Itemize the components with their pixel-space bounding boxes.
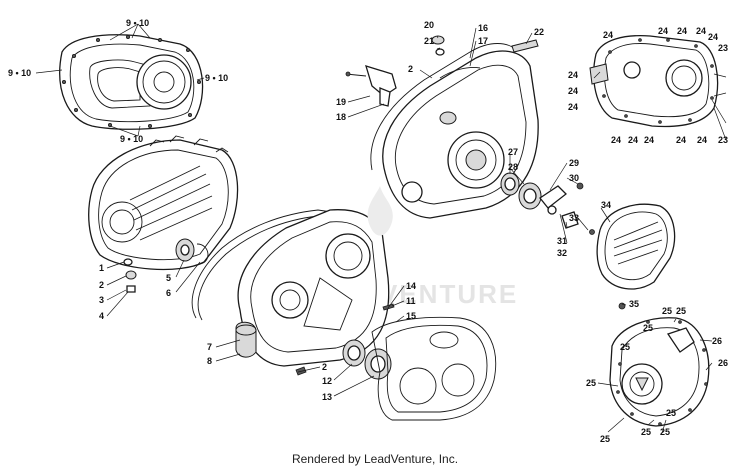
callout-2-gasket: 2 (408, 64, 413, 74)
callout-21: 21 (424, 36, 434, 46)
callout-6: 6 (166, 288, 171, 298)
callout-31: 31 (557, 236, 567, 246)
callout-24-m: 24 (697, 135, 707, 145)
callout-25-d: 25 (620, 342, 630, 352)
callout-4: 4 (99, 311, 104, 321)
callout-13: 13 (322, 392, 332, 402)
o-ring (589, 229, 595, 235)
callout-9-10-bottom: 9 • 10 (120, 134, 143, 144)
callout-9-10-top: 9 • 10 (126, 18, 149, 28)
callout-24-h: 24 (568, 102, 578, 112)
crankcase-gasket-left (191, 209, 346, 319)
oil-plug (431, 35, 445, 56)
callout-24-l: 24 (676, 135, 686, 145)
callout-labels: 9 • 10 9 • 10 9 • 10 9 • 10 1 2 3 4 5 6 … (8, 18, 728, 444)
seal-ring (342, 339, 366, 367)
callout-7: 7 (207, 342, 212, 352)
side-cover-gasket (371, 316, 497, 421)
callout-24-i: 24 (611, 135, 621, 145)
callout-26-a: 26 (712, 336, 722, 346)
callout-18: 18 (336, 112, 346, 122)
callout-25-i: 25 (666, 408, 676, 418)
callout-1: 1 (99, 263, 104, 273)
callout-30: 30 (569, 173, 579, 183)
callout-12: 12 (322, 376, 332, 386)
callout-25-e: 25 (586, 378, 596, 388)
output-seal (500, 172, 520, 196)
callout-17: 17 (478, 36, 488, 46)
callout-23-a: 23 (718, 43, 728, 53)
callout-14: 14 (406, 281, 416, 291)
callout-24-e: 24 (708, 32, 718, 42)
watermark-logo-icon (367, 186, 393, 236)
shaft-collar (561, 211, 579, 229)
leader-lines (35, 23, 727, 434)
callout-25-a: 25 (662, 306, 672, 316)
cover-bolt (618, 302, 626, 310)
callout-9-10-left: 9 • 10 (8, 68, 31, 78)
callout-29: 29 (569, 158, 579, 168)
callout-24-a: 24 (603, 30, 613, 40)
snap-ring (196, 243, 209, 265)
callout-25-g: 25 (641, 427, 651, 437)
mounting-bracket (345, 65, 397, 107)
cover-plug-parts (123, 258, 137, 293)
output-bearing (518, 182, 542, 210)
callout-15: 15 (406, 311, 416, 321)
clutch-cover-outer (88, 135, 239, 271)
callout-25-f: 25 (600, 434, 610, 444)
stator-cover (609, 317, 710, 427)
callout-19: 19 (336, 97, 346, 107)
callout-28: 28 (508, 162, 518, 172)
crankcase-gasket-left-inner (197, 215, 344, 321)
callout-8: 8 (207, 356, 212, 366)
callout-2-cover: 2 (99, 280, 104, 290)
gasket-opening-left (399, 367, 437, 405)
clutch-bearing (175, 238, 195, 262)
filter-screen (511, 39, 539, 53)
callout-24-k: 24 (644, 135, 654, 145)
callout-26-b: 26 (718, 358, 728, 368)
callout-35: 35 (629, 299, 639, 309)
callout-24-j: 24 (628, 135, 638, 145)
callout-16: 16 (478, 23, 488, 33)
transmission-cover (589, 34, 719, 128)
callout-24-f: 24 (568, 70, 578, 80)
callout-24-d: 24 (696, 26, 706, 36)
retainer-screw (576, 182, 584, 190)
crankcase-gasket-top (370, 43, 517, 171)
callout-5: 5 (166, 273, 171, 283)
callout-27: 27 (508, 147, 518, 157)
callout-25-c: 25 (643, 323, 653, 333)
callout-34: 34 (601, 200, 611, 210)
callout-11: 11 (406, 296, 416, 306)
callout-9-10-right: 9 • 10 (205, 73, 228, 83)
crankcase-right-half (382, 50, 539, 219)
clutch-cover-top-view (59, 34, 204, 130)
gasket-opening-right (441, 363, 475, 397)
magneto-cover (596, 203, 676, 290)
callout-24-c: 24 (677, 26, 687, 36)
callout-22: 22 (534, 27, 544, 37)
callout-24-g: 24 (568, 86, 578, 96)
callout-20: 20 (424, 20, 434, 30)
callout-23-b: 23 (718, 135, 728, 145)
spacer-washer (547, 205, 557, 215)
callout-24-b: 24 (658, 26, 668, 36)
footer-credit: Rendered by LeadVenture, Inc. (291, 452, 459, 466)
callout-32: 32 (557, 248, 567, 258)
callout-25-h: 25 (660, 427, 670, 437)
callout-3: 3 (99, 295, 104, 305)
callout-25-b: 25 (676, 306, 686, 316)
callout-2-pin: 2 (322, 362, 327, 372)
retainer-plate (539, 185, 567, 209)
callout-33: 33 (569, 213, 579, 223)
watermark-text: VENTURE (380, 279, 518, 309)
